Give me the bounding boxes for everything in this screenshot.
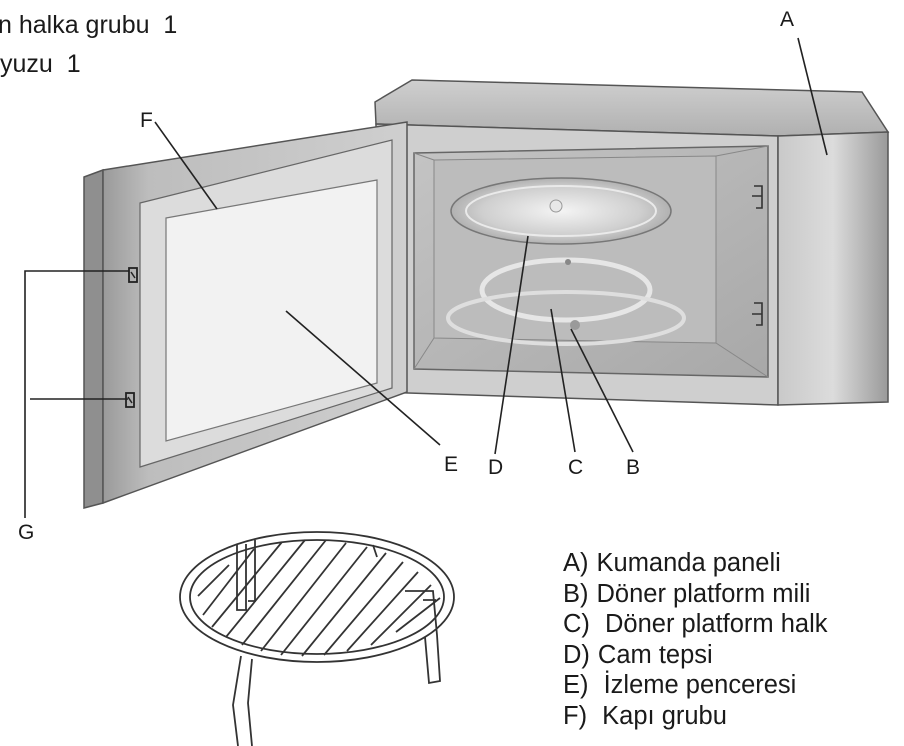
legend-letter: D) xyxy=(563,640,590,669)
door-edge xyxy=(83,168,104,509)
callout-e: E xyxy=(444,453,459,476)
door-window xyxy=(165,179,378,442)
top-text-line-2: yuzu 1 xyxy=(0,50,81,78)
door-hook-lower xyxy=(125,392,135,408)
legend-letter: A) xyxy=(563,549,589,577)
wire-rack xyxy=(179,531,455,746)
rack-leg-left xyxy=(236,544,247,611)
leader-f xyxy=(154,121,218,210)
callout-c: C xyxy=(568,456,584,479)
callout-b: B xyxy=(626,456,641,479)
callout-f: F xyxy=(140,109,153,132)
latch-slot-lower xyxy=(752,302,763,326)
leader-e xyxy=(285,310,441,446)
leader-c xyxy=(550,308,576,453)
callout-d: D xyxy=(488,456,504,479)
legend-item-e: E) İzleme penceresi xyxy=(563,670,828,701)
legend-text: Cam tepsi xyxy=(597,640,713,669)
parts-legend: A)Kumanda paneli B)Döner platform mili C… xyxy=(563,548,828,731)
legend-item-d: D)Cam tepsi xyxy=(563,640,828,671)
legend-text: Kumanda paneli xyxy=(596,549,781,577)
legend-text: Döner platform halk xyxy=(597,610,828,638)
legend-letter: B) xyxy=(563,579,589,608)
legend-letter: E) xyxy=(563,671,589,699)
legend-item-b: B)Döner platform mili xyxy=(563,579,828,610)
legend-letter: F) xyxy=(563,701,588,730)
glass-tray xyxy=(450,177,672,245)
door-hook-upper xyxy=(128,267,138,283)
rack-rim-inner xyxy=(189,539,445,655)
legend-text: Kapı grubu xyxy=(595,701,727,730)
legend-item-f: F) Kapı grubu xyxy=(563,701,828,732)
microwave-body xyxy=(374,79,890,406)
top-text-line-1: n halka grubu 1 xyxy=(0,11,178,39)
turntable-assembly xyxy=(446,177,686,346)
door-assembly xyxy=(83,121,408,509)
latch-slot-upper xyxy=(752,185,763,209)
legend-letter: C) xyxy=(563,610,590,638)
rack-leg-right xyxy=(405,590,441,685)
platform-shaft xyxy=(570,320,580,330)
legend-item-c: C) Döner platform halk xyxy=(563,609,828,640)
callout-a: A xyxy=(780,8,795,31)
leader-b xyxy=(570,328,634,453)
leader-a xyxy=(797,37,828,156)
rack-wires xyxy=(197,539,441,657)
rack-leg-front xyxy=(232,655,253,746)
callout-g: G xyxy=(18,521,35,544)
rack-leg-left-inner xyxy=(248,540,256,602)
leader-lines xyxy=(24,37,828,518)
legend-text: İzleme penceresi xyxy=(596,671,797,699)
legend-item-a: A)Kumanda paneli xyxy=(563,548,828,579)
control-panel xyxy=(777,131,889,406)
leader-g xyxy=(24,270,129,518)
leader-d xyxy=(494,235,529,455)
legend-text: Döner platform mili xyxy=(596,579,811,608)
